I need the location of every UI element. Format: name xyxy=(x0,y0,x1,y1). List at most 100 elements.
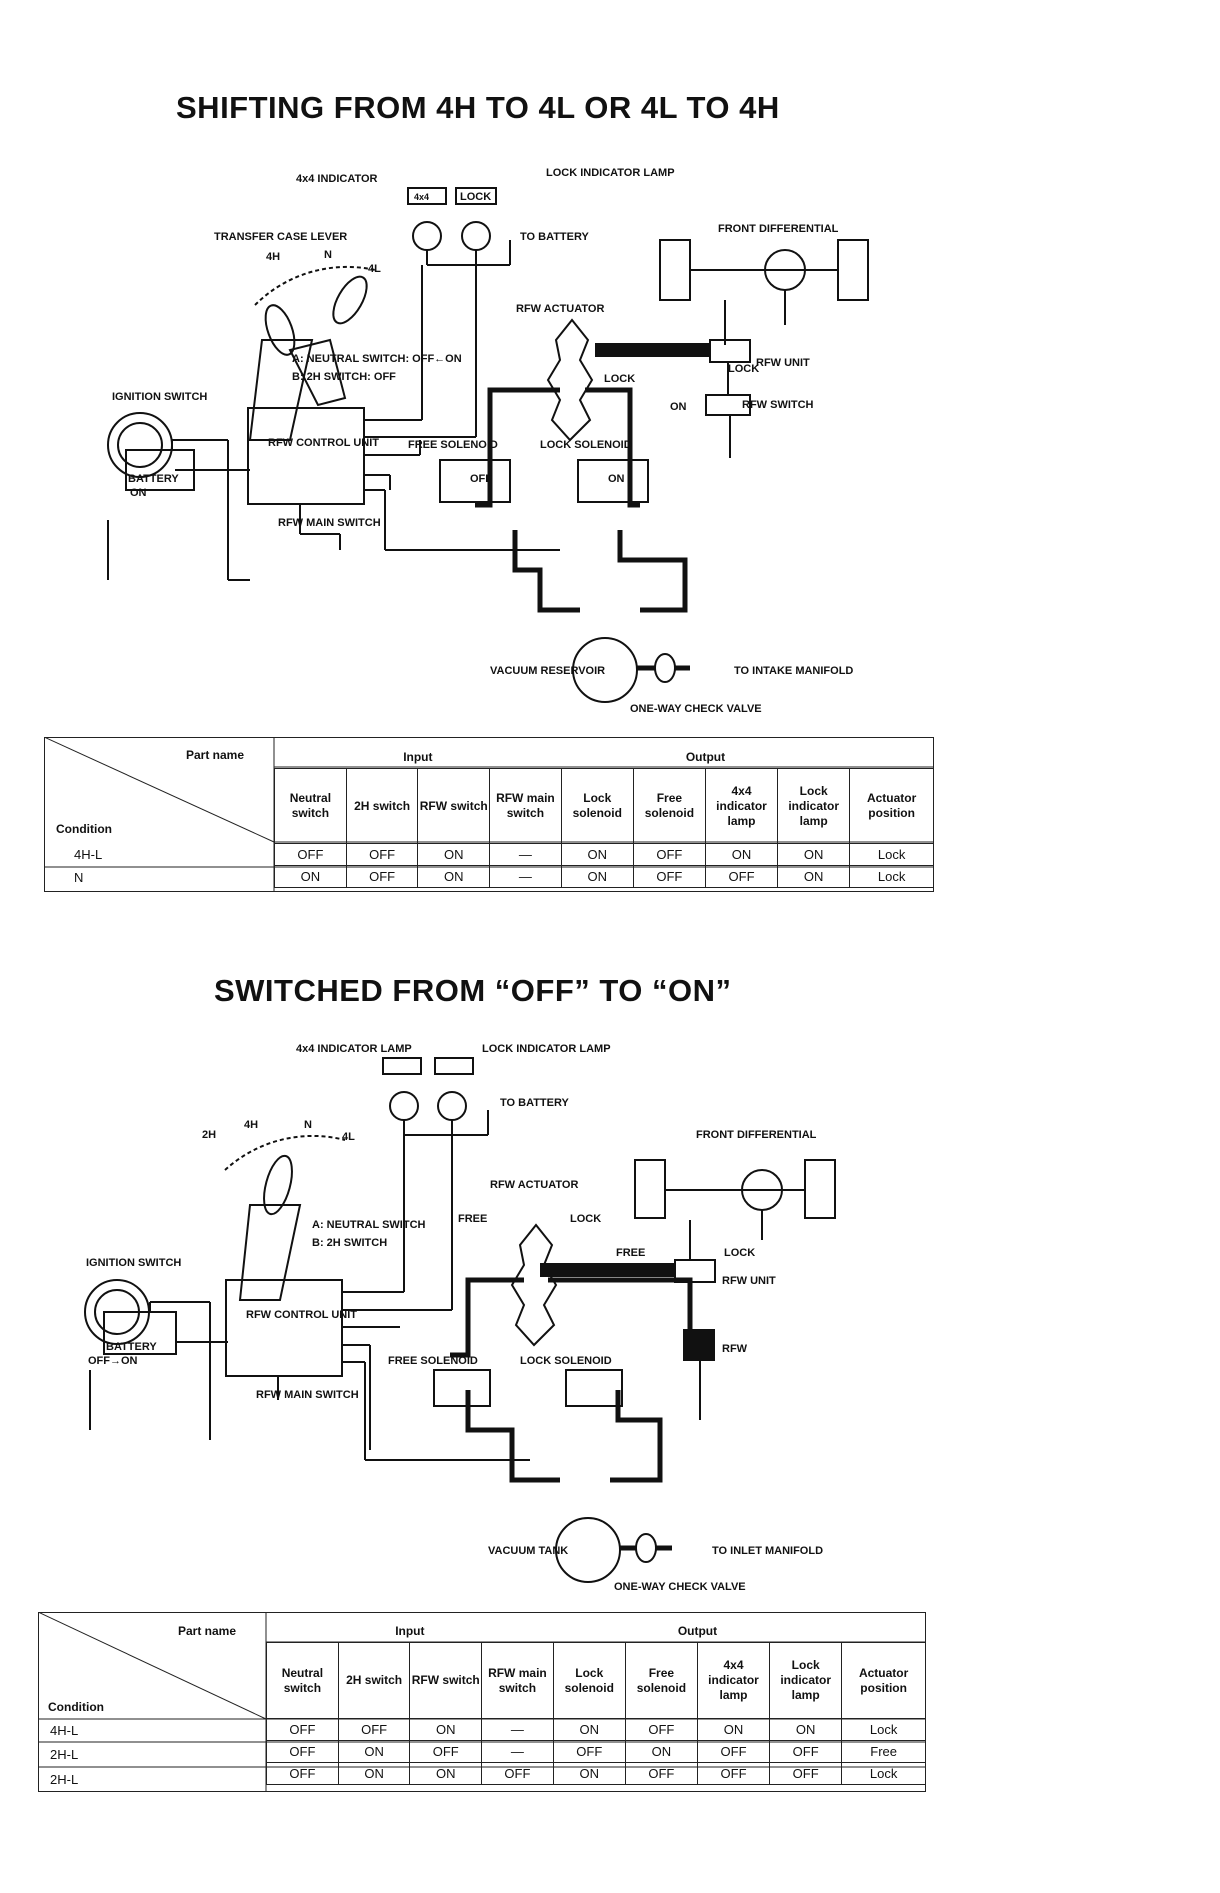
left-wheel xyxy=(634,1159,666,1219)
table-cell: OFF xyxy=(266,1762,339,1785)
lamp-lock-bulb xyxy=(437,1091,467,1121)
label-ignition-state: OFF→ON xyxy=(88,1355,138,1367)
table-cell: — xyxy=(489,865,562,888)
label-actuator-lock: LOCK xyxy=(570,1213,601,1225)
free-solenoid-box xyxy=(433,1369,491,1407)
left-wheel xyxy=(659,239,691,301)
rfw-unit-box xyxy=(709,339,751,363)
label-pos-4l: 4L xyxy=(368,263,381,275)
table-1-condition: Condition xyxy=(56,822,112,836)
table-cell: ON xyxy=(769,1718,843,1741)
table-cell: OFF xyxy=(696,1762,771,1785)
table-cell: Lock xyxy=(841,1718,926,1741)
label-battery: BATTERY xyxy=(106,1341,157,1353)
label-rfw-actuator: RFW ACTUATOR xyxy=(490,1179,578,1191)
table-1-col-actuator: Actuator position xyxy=(849,768,934,844)
table-cell: Lock xyxy=(849,843,934,866)
label-diff-lock: LOCK xyxy=(728,363,759,375)
table-cell: ON xyxy=(552,1718,626,1741)
lamp-4x4-bulb xyxy=(389,1091,419,1121)
table-2-col-2h: 2H switch xyxy=(337,1642,411,1719)
label-4x4-indicator: 4x4 INDICATOR LAMP xyxy=(296,1043,412,1055)
label-switch-a: A: NEUTRAL SWITCH xyxy=(312,1219,426,1231)
table-cell: OFF xyxy=(345,865,419,888)
table-2-col-rfw: RFW switch xyxy=(409,1642,483,1719)
label-free-solenoid: FREE SOLENOID xyxy=(388,1355,478,1367)
rfw-switch-box xyxy=(705,394,751,416)
label-lock-indicator: LOCK INDICATOR LAMP xyxy=(482,1043,611,1055)
table-cell: ON xyxy=(337,1762,411,1785)
table-cell: ON xyxy=(337,1740,411,1763)
label-pos-n: N xyxy=(324,249,332,261)
label-front-differential: FRONT DIFFERENTIAL xyxy=(718,223,839,235)
table-1-col-2h: 2H switch xyxy=(345,768,419,844)
table-cell: Lock xyxy=(841,1762,926,1785)
lock-solenoid-box xyxy=(577,459,649,503)
label-to-battery: TO BATTERY xyxy=(520,231,590,243)
table-cell: OFF xyxy=(624,1762,698,1785)
table-row: OFF OFF ON — ON OFF ON ON Lock xyxy=(266,1718,926,1741)
table-cell: ON xyxy=(624,1740,698,1763)
label-rfw-main-switch: RFW MAIN SWITCH xyxy=(256,1389,359,1401)
table-1-col-rfw: RFW switch xyxy=(417,768,491,844)
label-pos-2h: 2H xyxy=(202,1129,216,1141)
table-cell: OFF xyxy=(696,1740,771,1763)
right-wheel xyxy=(804,1159,836,1219)
lamp-lock-box xyxy=(434,1057,474,1075)
table-cell: OFF xyxy=(266,1718,339,1741)
label-4x4-indicator: 4x4 INDICATOR xyxy=(296,173,378,185)
table-2-col-rfw-main: RFW main switch xyxy=(481,1642,554,1719)
table-2-col-lock-solenoid: Lock solenoid xyxy=(552,1642,626,1719)
lamp-lock-box xyxy=(455,187,497,205)
label-ignition-switch: IGNITION SWITCH xyxy=(86,1257,181,1269)
lamp-4x4-box xyxy=(407,187,447,205)
table-cell: ON xyxy=(417,865,491,888)
label-to-battery: TO BATTERY xyxy=(500,1097,570,1109)
battery-box xyxy=(103,1311,177,1355)
table-2-col-actuator: Actuator position xyxy=(841,1642,926,1719)
rfw-actuator-body xyxy=(546,318,594,442)
label-actuator-lock: LOCK xyxy=(604,373,635,385)
table-cell: OFF xyxy=(337,1718,411,1741)
table-cell: ON xyxy=(409,1718,483,1741)
diagram-1: 4x4 INDICATOR 4x4 LOCK LOCK INDICATOR LA… xyxy=(107,167,869,715)
table-cell: ON xyxy=(417,843,491,866)
label-rfw-actuator: RFW ACTUATOR xyxy=(516,303,604,315)
table-1-input-header: Input xyxy=(403,749,433,764)
table-cell: OFF xyxy=(552,1740,626,1763)
free-solenoid-box xyxy=(439,459,511,503)
table-cell: OFF xyxy=(481,1762,554,1785)
label-check-valve: ONE-WAY CHECK VALVE xyxy=(614,1581,746,1593)
table-2-condition: Condition xyxy=(48,1700,104,1714)
table-cell: ON xyxy=(696,1718,771,1741)
table-row: OFF ON ON OFF ON OFF OFF OFF Lock xyxy=(266,1762,926,1785)
label-vacuum-reservoir: VACUUM RESERVOIR xyxy=(490,665,605,677)
table-cell: OFF xyxy=(624,1718,698,1741)
label-switch-b: B: 2H SWITCH: OFF xyxy=(292,371,396,383)
label-pos-4h: 4H xyxy=(244,1119,258,1131)
table-cell: — xyxy=(481,1718,554,1741)
table-cell: ON xyxy=(777,843,851,866)
table-1-col-free-solenoid: Free solenoid xyxy=(632,768,706,844)
label-free-solenoid: FREE SOLENOID xyxy=(408,439,498,451)
label-pos-4l: 4L xyxy=(342,1131,355,1143)
table-1-col-lock-lamp: Lock indicator lamp xyxy=(777,768,851,844)
table-cell: ON xyxy=(552,1762,626,1785)
label-transfer-case-lever: TRANSFER CASE LEVER xyxy=(214,231,347,243)
table-2-part-name: Part name xyxy=(178,1624,237,1638)
label-rfw-main-switch: RFW MAIN SWITCH xyxy=(278,517,381,529)
table-1-part-name: Part name xyxy=(186,748,245,762)
label-actuator-free: FREE xyxy=(458,1213,487,1225)
table-cell: OFF xyxy=(632,865,706,888)
table-1-row-1-condition: 4H-L xyxy=(74,847,103,862)
label-unit-free: FREE xyxy=(616,1247,645,1259)
table-1-col-lock-solenoid: Lock solenoid xyxy=(560,768,634,844)
table-cell: ON xyxy=(274,865,347,888)
table-cell: Lock xyxy=(849,865,934,888)
table-2-grid: Input Output Neutral switch 2H switch RF… xyxy=(266,1620,926,1785)
diagram-2: 4x4 INDICATOR LAMP LOCK INDICATOR LAMP T… xyxy=(84,1043,836,1593)
label-free-state: OFF xyxy=(470,473,492,485)
right-wheel xyxy=(837,239,869,301)
label-to-inlet: TO INLET MANIFOLD xyxy=(712,1545,823,1557)
table-2-row-2-condition: 2H-L xyxy=(50,1747,79,1762)
